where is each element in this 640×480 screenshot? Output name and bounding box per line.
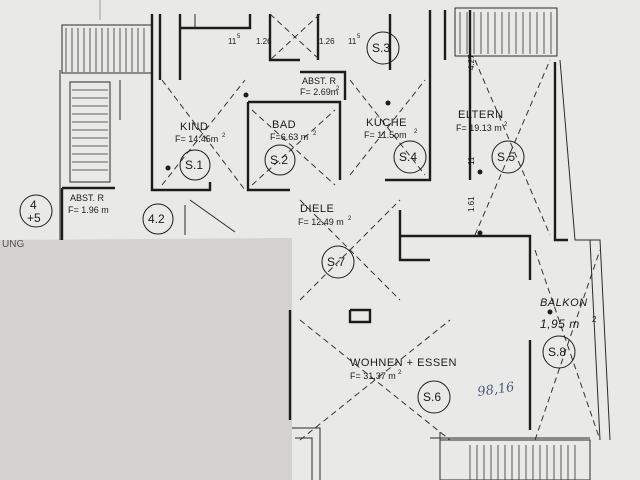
area-sup-balkon: 2	[592, 315, 597, 324]
area-sup-kuche: 2	[414, 129, 418, 135]
dim-1-sup: 5	[237, 34, 241, 40]
dim-5: 4.27	[467, 54, 476, 70]
room-code-s6: S.6	[417, 380, 451, 414]
dim-7: 1.61	[467, 196, 476, 212]
marker-dots	[165, 92, 553, 315]
top-stairs	[61, 24, 153, 74]
room-name-kuche: KÜCHE	[366, 117, 407, 129]
room-area-wohnen: F= 31.37 m	[350, 371, 396, 381]
room-code-s6-text: S.6	[423, 390, 441, 404]
room-code-s4: S.4	[393, 140, 427, 174]
room-name-balkon: BALKON	[540, 297, 588, 309]
room-area-kind: F= 14.45m	[175, 134, 218, 144]
left-circle-top: 4	[30, 198, 37, 212]
room-name-abstellraum-left: ABST. R	[70, 193, 105, 203]
handwritten-value: 98,16	[476, 380, 515, 400]
room-code-s5-text: S.5	[497, 150, 515, 164]
room-code-s2: S.2	[264, 144, 296, 176]
outlines	[59, 14, 611, 480]
room-code-s8-text: S.8	[548, 345, 566, 359]
room-code-42: 4.2	[142, 203, 174, 235]
left-stairs	[69, 81, 111, 183]
room-code-s7: S.7	[321, 245, 355, 279]
room-code-42-text: 4.2	[148, 212, 165, 226]
dashed-lines	[161, 13, 601, 441]
dim-4: 11	[348, 37, 357, 46]
room-code-s8: S.8	[542, 335, 576, 369]
room-name-diele: DIELE	[300, 203, 334, 215]
room-code-s1-text: S.1	[185, 158, 203, 172]
dim-6: 11	[467, 156, 476, 165]
room-area-diele: F= 12.49 m	[298, 217, 344, 227]
area-sup-kind: 2	[222, 133, 226, 139]
room-name-bad: BAD	[272, 119, 296, 131]
room-area-kuche: F= 11.5om	[364, 130, 407, 140]
room-name-kind: KIND	[180, 121, 208, 133]
room-code-s5: S.5	[491, 140, 525, 174]
room-area-eltern: F= 19.13 m	[456, 123, 502, 133]
room-area-bad: F=6.63 m	[270, 132, 308, 142]
dim-1: 11	[228, 37, 237, 46]
area-sup-wohnen: 2	[398, 370, 402, 376]
room-name-eltern: ELTERN	[458, 109, 504, 121]
left-circle-bottom: +5	[27, 211, 41, 225]
room-area-balkon: 1,95 m	[540, 317, 580, 331]
dim-2: 1.26	[256, 37, 272, 46]
room-code-s3-text: S.3	[372, 41, 390, 55]
area-sup-bad: 2	[313, 131, 317, 137]
room-name-wohnen: WOHNEN + ESSEN	[350, 357, 457, 369]
room-code-s4-text: S.4	[399, 150, 417, 164]
dimension-labels: 11 5 1.26 1.26 11 5 4.27 11 1.61	[228, 34, 476, 212]
room-code-s3: S.3	[366, 31, 400, 65]
area-sup-diele: 2	[348, 216, 352, 222]
folded-paper	[0, 238, 292, 480]
top-right-balcony	[454, 7, 558, 57]
room-area-abstellraum-top: F= 2.69m	[300, 87, 338, 97]
area-sup-abstellraum-top: 2	[336, 86, 340, 92]
walls	[60, 10, 568, 430]
dim-3: 1.26	[319, 37, 335, 46]
edge-text-fragment: UNG	[2, 239, 24, 250]
room-name-abstellraum-top: ABST. R	[302, 76, 337, 86]
room-code-s2-text: S.2	[270, 153, 288, 167]
room-code-s7-text: S.7	[327, 255, 345, 269]
room-code-left: 4 +5	[19, 194, 53, 228]
dim-4-sup: 5	[357, 34, 361, 40]
room-area-abstellraum-left: F= 1.96 m	[68, 205, 109, 215]
area-sup-eltern: 2	[504, 122, 508, 128]
room-code-s1: S.1	[179, 149, 211, 181]
